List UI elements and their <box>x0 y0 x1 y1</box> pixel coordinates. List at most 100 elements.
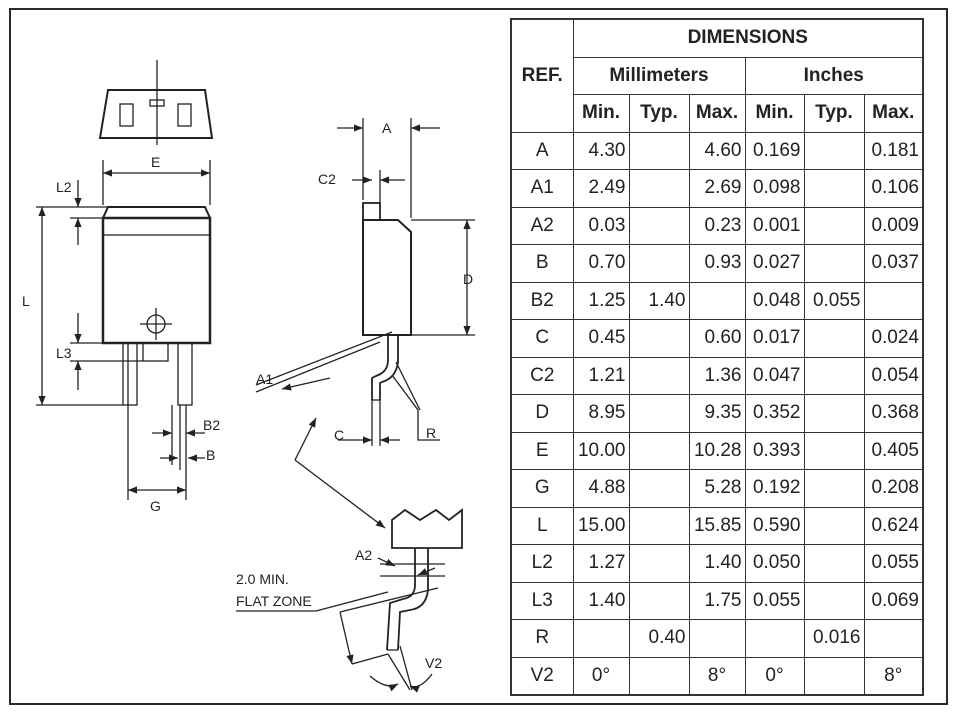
mm-typ-cell <box>628 206 690 245</box>
mm-min-cell: 4.30 <box>572 131 630 170</box>
ref-cell: C <box>510 319 574 358</box>
in-typ-cell: 0.016 <box>803 619 865 658</box>
ref-cell: A <box>510 131 574 170</box>
mm-min-header: Min. <box>572 94 630 133</box>
label-L3: L3 <box>56 345 72 361</box>
in-max-cell <box>863 281 924 320</box>
in-max-cell: 8° <box>863 656 924 696</box>
in-typ-cell <box>803 431 865 470</box>
millimeters-header: Millimeters <box>572 56 746 95</box>
label-A1: A1 <box>256 371 273 387</box>
mm-min-cell: 1.21 <box>572 356 630 395</box>
in-max-cell: 0.054 <box>863 356 924 395</box>
mm-max-cell <box>688 281 746 320</box>
mm-max-cell: 1.40 <box>688 544 746 583</box>
note-min-line: 2.0 MIN. <box>236 571 289 587</box>
in-max-cell: 0.009 <box>863 206 924 245</box>
label-C2: C2 <box>318 171 336 187</box>
mm-max-cell: 8° <box>688 656 746 696</box>
ref-cell: L2 <box>510 544 574 583</box>
ref-cell: A1 <box>510 169 574 208</box>
in-max-cell: 0.368 <box>863 394 924 433</box>
label-V2: V2 <box>425 655 442 671</box>
mm-typ-cell <box>628 581 690 620</box>
mm-max-header: Max. <box>688 94 746 133</box>
ref-cell: C2 <box>510 356 574 395</box>
label-B: B <box>206 447 215 463</box>
in-typ-cell <box>803 131 865 170</box>
in-typ-cell <box>803 319 865 358</box>
mm-typ-cell <box>628 431 690 470</box>
side-view <box>255 118 475 529</box>
in-max-cell: 0.024 <box>863 319 924 358</box>
in-max-cell: 0.208 <box>863 469 924 508</box>
in-typ-cell <box>803 506 865 545</box>
label-G: G <box>150 498 161 514</box>
mm-max-cell <box>688 619 746 658</box>
ref-cell: L <box>510 506 574 545</box>
in-max-cell <box>863 619 924 658</box>
in-min-cell: 0.001 <box>744 206 805 245</box>
mm-typ-cell <box>628 131 690 170</box>
in-typ-cell <box>803 206 865 245</box>
mm-max-cell: 0.60 <box>688 319 746 358</box>
mm-min-cell: 15.00 <box>572 506 630 545</box>
in-typ-cell <box>803 244 865 283</box>
mm-min-cell: 0.70 <box>572 244 630 283</box>
mm-typ-header: Typ. <box>628 94 690 133</box>
mm-typ-cell <box>628 544 690 583</box>
ref-cell: A2 <box>510 206 574 245</box>
mm-max-cell: 4.60 <box>688 131 746 170</box>
in-min-cell <box>744 619 805 658</box>
ref-cell: R <box>510 619 574 658</box>
in-max-cell: 0.624 <box>863 506 924 545</box>
in-typ-cell: 0.055 <box>803 281 865 320</box>
mm-typ-cell <box>628 394 690 433</box>
in-min-cell: 0.352 <box>744 394 805 433</box>
mm-max-cell: 5.28 <box>688 469 746 508</box>
dimensions-header: DIMENSIONS <box>572 18 924 58</box>
detail-view <box>236 508 463 693</box>
ref-cell: G <box>510 469 574 508</box>
label-E: E <box>151 154 160 170</box>
dimensions-table: REF. DIMENSIONS Millimeters Inches Min. … <box>510 18 924 696</box>
label-L: L <box>22 293 30 309</box>
mm-typ-cell <box>628 469 690 508</box>
mm-min-cell <box>572 619 630 658</box>
mm-typ-cell: 1.40 <box>628 281 690 320</box>
ref-cell: D <box>510 394 574 433</box>
package-outline-drawing: E L2 L L3 G B2 B A C2 D A1 C R A2 V2 2.0… <box>22 60 475 693</box>
mm-max-cell: 1.75 <box>688 581 746 620</box>
label-L2: L2 <box>56 179 72 195</box>
label-C: C <box>334 427 344 443</box>
in-max-cell: 0.055 <box>863 544 924 583</box>
ref-cell: L3 <box>510 581 574 620</box>
label-D: D <box>463 271 473 287</box>
in-max-cell: 0.069 <box>863 581 924 620</box>
ref-cell: B2 <box>510 281 574 320</box>
mm-min-cell: 10.00 <box>572 431 630 470</box>
front-view <box>36 160 212 500</box>
ref-header: REF. <box>510 18 574 133</box>
in-typ-header: Typ. <box>803 94 865 133</box>
mm-min-cell: 8.95 <box>572 394 630 433</box>
mm-min-cell: 1.27 <box>572 544 630 583</box>
in-min-cell: 0.192 <box>744 469 805 508</box>
in-min-cell: 0.047 <box>744 356 805 395</box>
mm-max-cell: 15.85 <box>688 506 746 545</box>
in-max-cell: 0.181 <box>863 131 924 170</box>
mm-min-cell: 1.25 <box>572 281 630 320</box>
in-min-cell: 0° <box>744 656 805 696</box>
mm-min-cell: 0° <box>572 656 630 696</box>
